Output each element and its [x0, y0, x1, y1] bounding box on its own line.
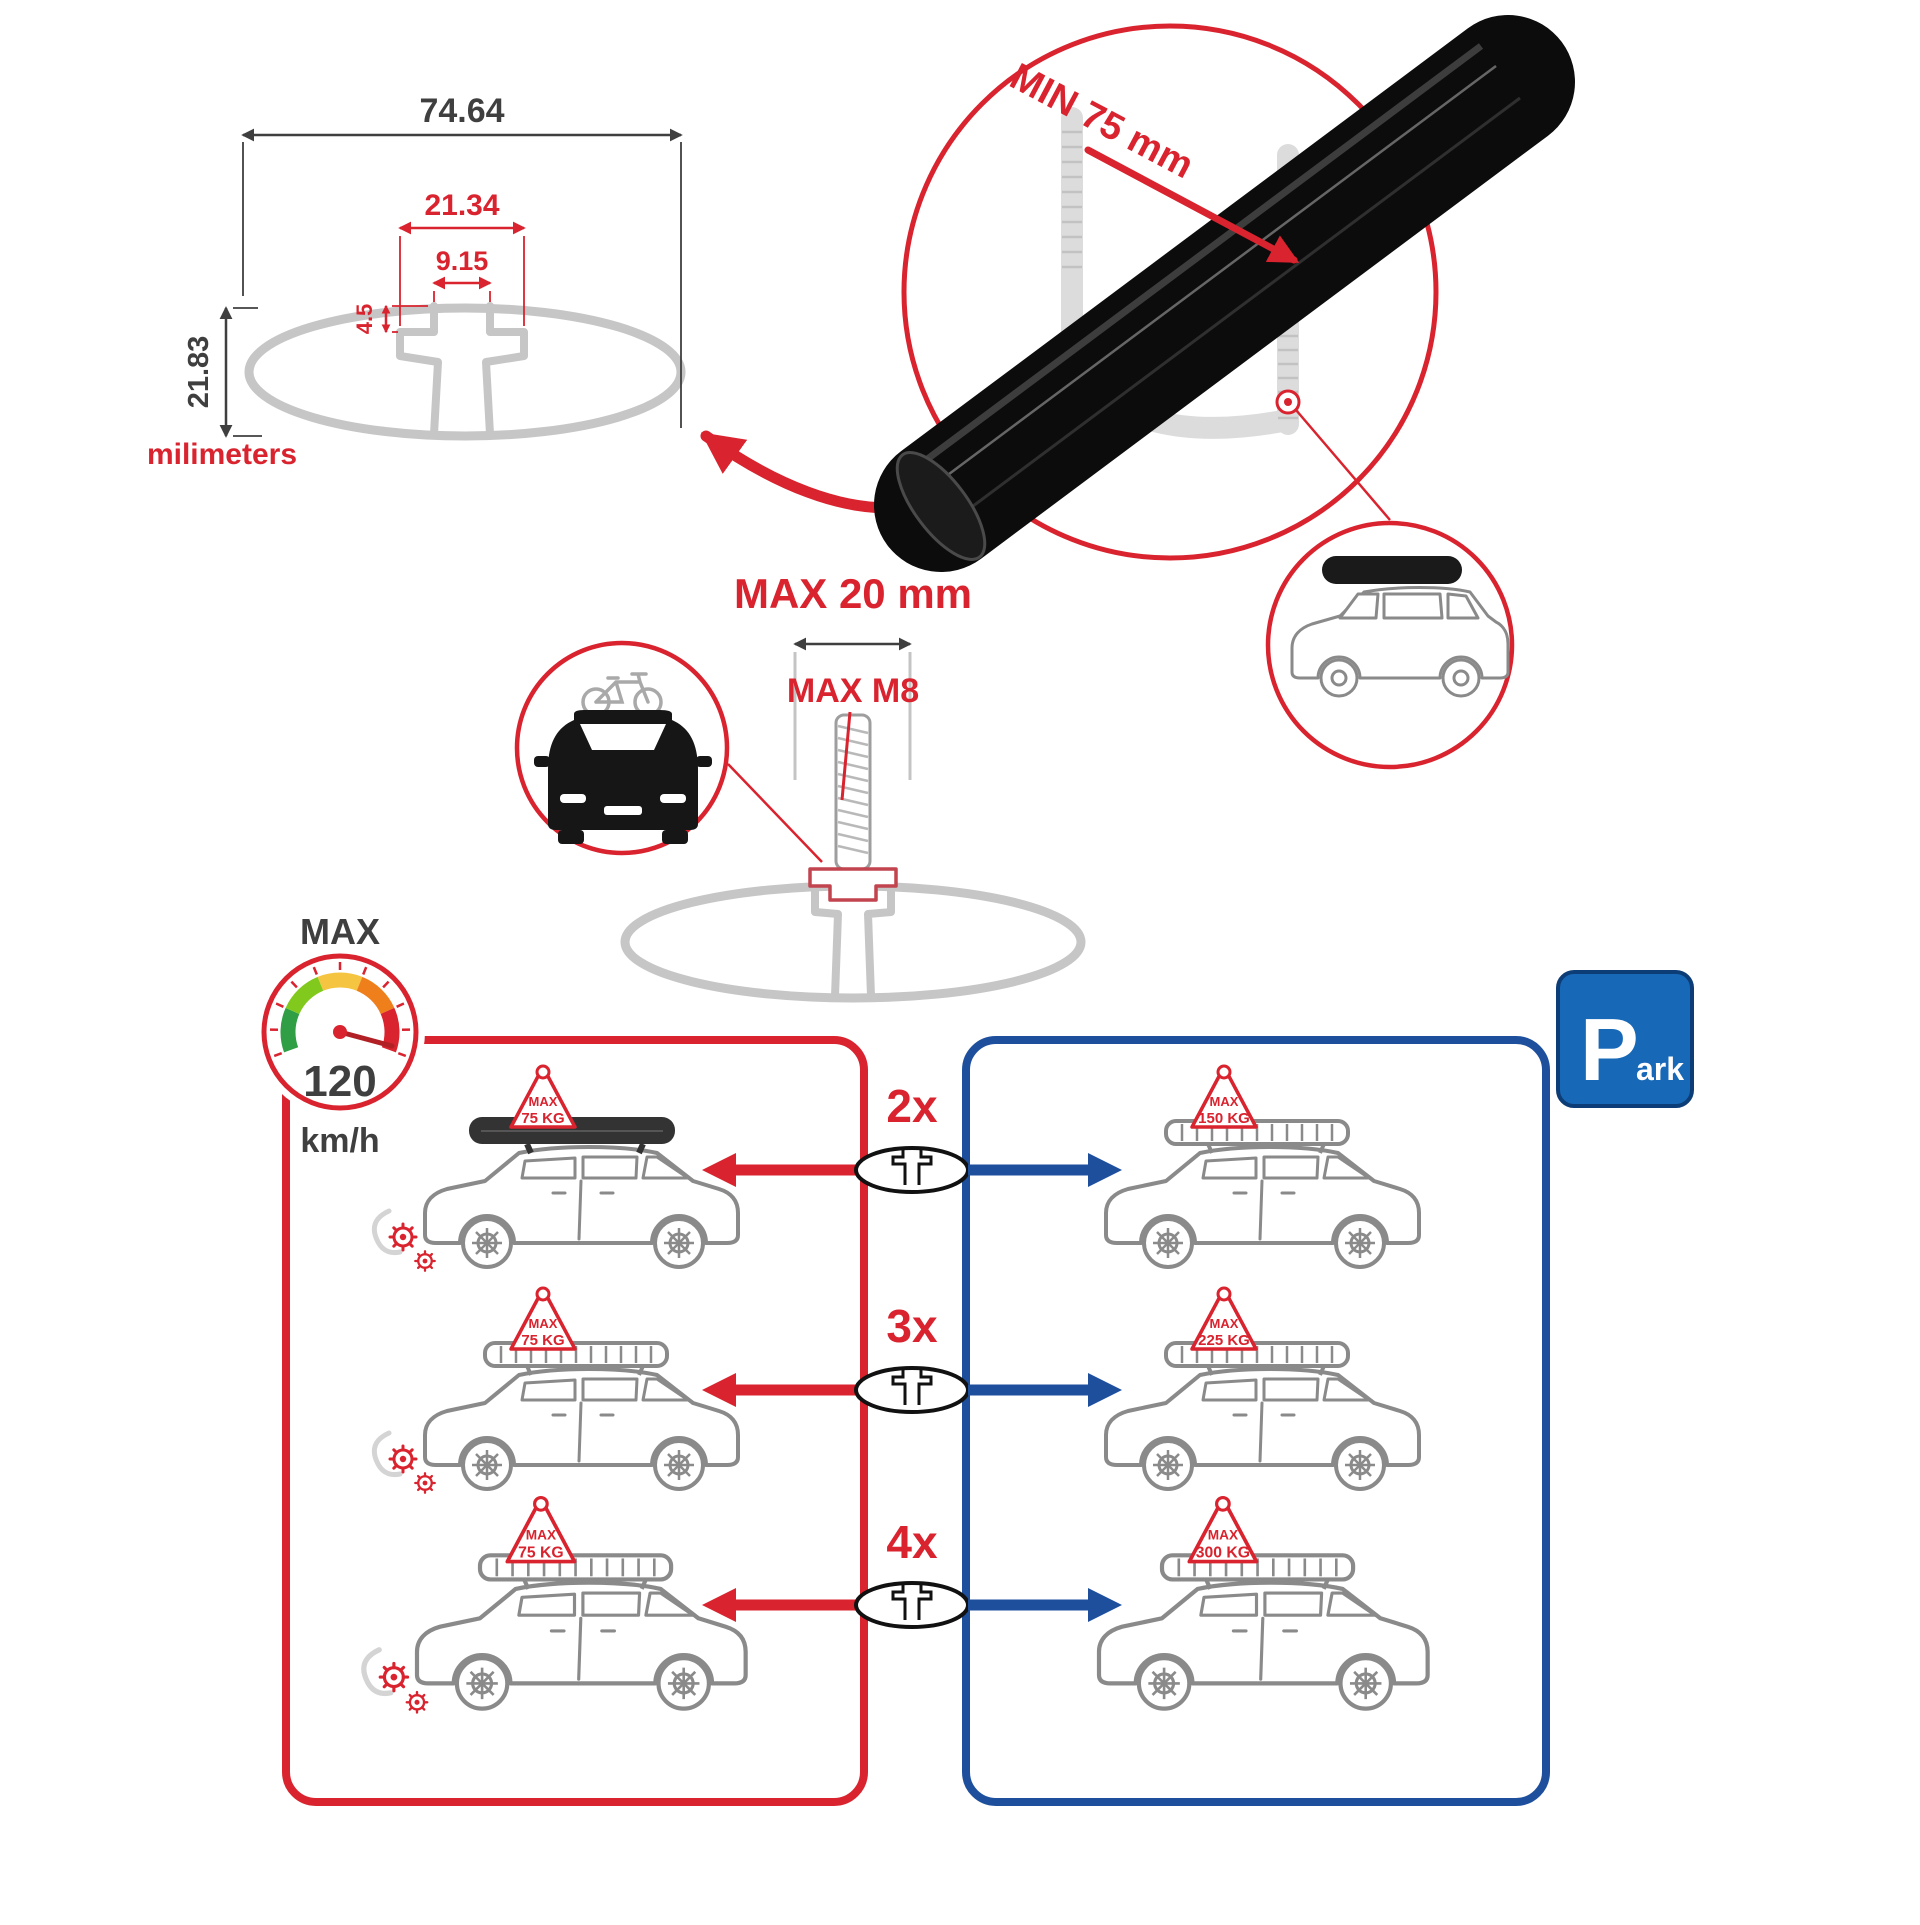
vehicle-front-circle [517, 643, 727, 853]
t-slot-profile-left [400, 306, 438, 434]
license-plate [604, 806, 642, 815]
max-width-label: MAX 20 mm [734, 570, 972, 617]
tag-weight-label: 225 KG [1198, 1332, 1250, 1349]
windshield [580, 724, 666, 750]
tag-weight-label: 75 KG [518, 1544, 563, 1561]
tag-weight-label: 75 KG [521, 1332, 564, 1349]
park-sign: P ark [1558, 972, 1692, 1106]
park-sign-rest: ark [1636, 1051, 1684, 1087]
clamp-diagram: MAX 20 mm MAX M8 [517, 570, 1081, 998]
car-front-icon [534, 710, 712, 844]
dim-lip-label: 4.5 [352, 304, 377, 335]
tag-weight-label: 75 KG [521, 1110, 564, 1127]
tag-weight-label: 300 KG [1196, 1544, 1250, 1561]
gear-icon [380, 1663, 407, 1690]
gear-icon [390, 1224, 416, 1250]
headlight [560, 794, 586, 803]
headlight [660, 794, 686, 803]
suv-side-window [1384, 594, 1442, 618]
tag-max-label: MAX [1208, 1528, 1238, 1543]
dim-outer-label: 21.34 [424, 189, 499, 222]
vehicle-example-circle [1268, 523, 1512, 767]
crossbar-section-icon [856, 1583, 968, 1627]
bar-cross-section-outline [249, 308, 681, 436]
suv-wheel [1443, 660, 1479, 696]
tag-max-label: MAX [1210, 1094, 1239, 1109]
wheel [662, 830, 688, 844]
count-label: 3x [886, 1300, 938, 1352]
count-label: 4x [886, 1516, 938, 1568]
side-mirror [534, 756, 550, 767]
side-mirror [696, 756, 712, 767]
max-bolt-label: MAX M8 [787, 672, 919, 710]
count-label: 2x [886, 1080, 938, 1132]
bar-top-ellipse [625, 886, 1081, 998]
crossbar-detail-circle: MIN 75 mm [882, 26, 1520, 573]
crossbar-section-icon [856, 1148, 968, 1192]
gear-icon [407, 1692, 427, 1712]
tag-max-label: MAX [1210, 1316, 1239, 1331]
bolt-illustration [810, 715, 896, 900]
gear-icon [390, 1446, 416, 1472]
gear-icon [415, 1251, 435, 1271]
gauge-value: 120 [303, 1057, 376, 1106]
dim-height-label: 21.83 [183, 336, 215, 409]
circle-leader-line [728, 764, 822, 862]
wheel [558, 830, 584, 844]
dimension-diagram: 74.64 21.34 9.15 4.5 21.83 milimeters [147, 92, 681, 471]
t-bolt-head [810, 869, 896, 900]
tag-max-label: MAX [526, 1528, 556, 1543]
gauge-unit-label: km/h [300, 1122, 379, 1160]
unit-label: milimeters [147, 438, 297, 471]
crossbar-section-icon [856, 1368, 968, 1412]
tag-max-label: MAX [529, 1094, 558, 1109]
gauge-max-label: MAX [300, 911, 380, 952]
slot-profile-left [815, 889, 838, 996]
t-slot-profile-right [486, 306, 524, 434]
dim-total-label: 74.64 [419, 92, 504, 130]
gauge-needle-hub [333, 1025, 347, 1039]
suv-wheel [1321, 660, 1357, 696]
tag-max-label: MAX [529, 1316, 558, 1331]
dim-inner-label: 9.15 [436, 246, 489, 276]
detail-marker-dot-center [1284, 398, 1292, 406]
tag-weight-label: 150 KG [1198, 1110, 1250, 1127]
park-sign-letter: P [1580, 1000, 1639, 1099]
slot-profile-right [868, 889, 891, 996]
gear-icon [415, 1473, 435, 1493]
roof-box-icon [1322, 556, 1462, 584]
